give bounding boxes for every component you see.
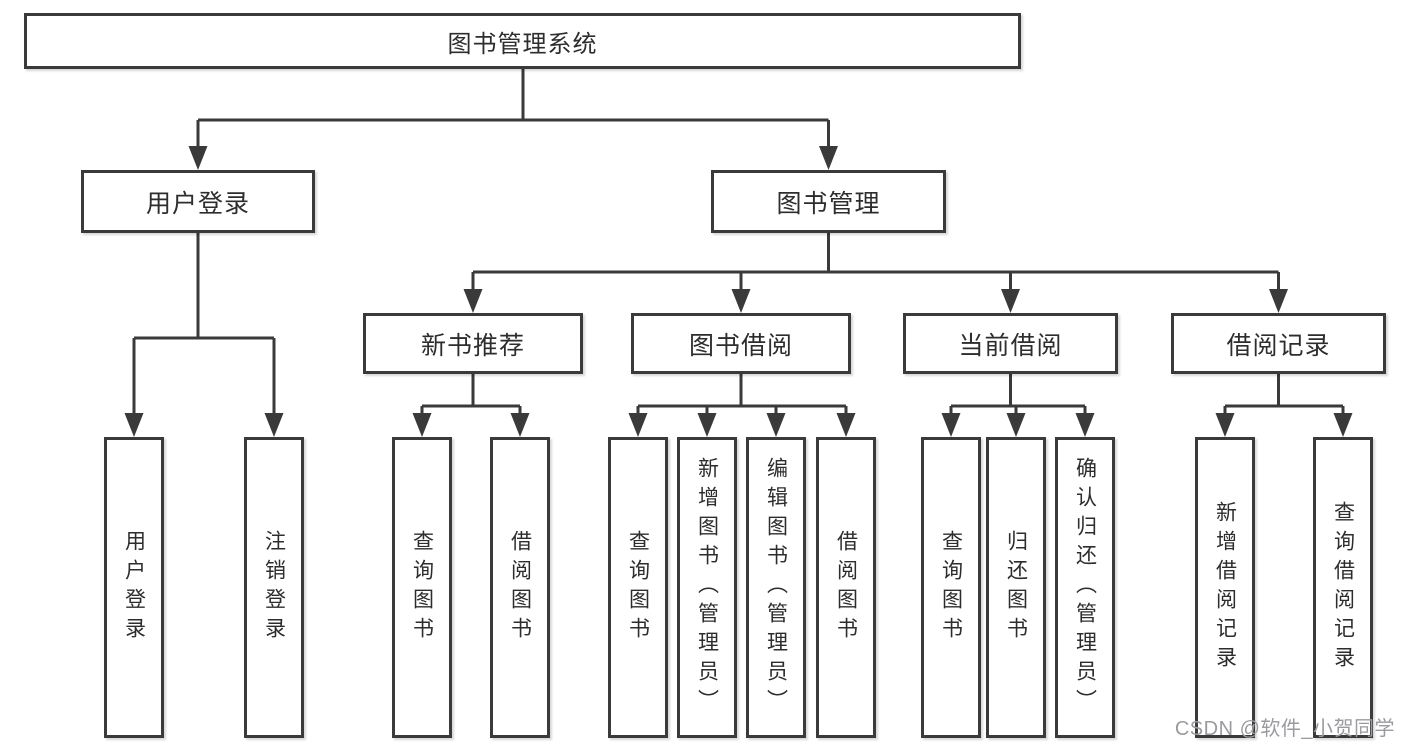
arrowhead: [188, 146, 208, 170]
node-label: 图书管理: [776, 189, 881, 218]
node-label: 编辑图书（管理员）: [764, 457, 788, 718]
leaf-query-borrow-record: 查询借阅记录: [1313, 437, 1373, 738]
arrowhead: [1215, 413, 1235, 437]
arrowhead: [1001, 289, 1020, 313]
node-label: 当前借阅: [958, 331, 1063, 360]
node-book-management: 图书管理: [711, 170, 946, 233]
connector-book-borrowing-to-leaves: [636, 374, 848, 415]
connector-borrow-records-to-leaves: [1223, 374, 1345, 415]
node-label: 注销登录: [262, 529, 286, 646]
leaf-logout: 注销登录: [244, 437, 304, 738]
node-new-book-recommend: 新书推荐: [363, 313, 583, 374]
node-user-login: 用户登录: [81, 170, 315, 233]
leaf-query-books-borrowing: 查询图书: [608, 437, 668, 738]
arrowhead: [412, 413, 432, 437]
arrowhead: [463, 289, 483, 313]
node-book-borrowing: 图书借阅: [631, 313, 851, 374]
node-label: 图书借阅: [688, 331, 793, 360]
arrowhead: [1333, 413, 1353, 437]
node-label: 借阅记录: [1226, 331, 1331, 360]
node-label: 确认归还（管理员）: [1073, 457, 1097, 718]
arrowheads: [124, 146, 1353, 437]
node-label: 借阅图书: [834, 529, 858, 646]
node-label: 查询图书: [939, 529, 963, 646]
node-label: 新书推荐: [420, 331, 525, 360]
leaf-borrow-books: 借阅图书: [816, 437, 876, 738]
leaf-borrow-books-recommend: 借阅图书: [490, 437, 550, 738]
node-label: 查询图书: [626, 529, 650, 646]
arrowhead: [1075, 413, 1095, 437]
node-label: 新增借阅记录: [1213, 500, 1237, 675]
leaf-confirm-return-admin: 确认归还（管理员）: [1055, 437, 1115, 738]
arrowhead: [510, 413, 530, 437]
leaf-return-books: 归还图书: [986, 437, 1046, 738]
node-root: 图书管理系统: [24, 13, 1021, 69]
connector-book-management-to-level3: [471, 233, 1280, 291]
leaf-add-borrow-record: 新增借阅记录: [1195, 437, 1255, 738]
leaf-add-books-admin: 新增图书（管理员）: [677, 437, 737, 738]
arrowhead: [766, 413, 786, 437]
watermark: CSDN @软件_小贺同学: [1174, 718, 1395, 740]
leaf-query-books-current: 查询图书: [921, 437, 981, 738]
connector-user-login-to-leaves: [132, 233, 276, 415]
leaf-user-login: 用户登录: [104, 437, 164, 738]
connector-new-book-to-leaves: [420, 374, 522, 415]
arrowhead: [628, 413, 648, 437]
node-label: 查询图书: [410, 529, 434, 646]
leaf-query-books-recommend: 查询图书: [392, 437, 452, 738]
node-label: 归还图书: [1004, 529, 1028, 646]
arrowhead: [1006, 413, 1026, 437]
arrowhead: [124, 413, 144, 437]
node-label: 图书管理系统: [447, 30, 598, 58]
connector-root-to-level2: [196, 69, 830, 148]
arrowhead: [731, 289, 751, 313]
node-current-borrowing: 当前借阅: [903, 313, 1118, 374]
arrowhead: [819, 146, 838, 170]
node-label: 用户登录: [122, 529, 146, 646]
arrowhead: [941, 413, 961, 437]
arrowhead: [836, 413, 856, 437]
node-borrowing-records: 借阅记录: [1171, 313, 1386, 374]
node-label: 查询借阅记录: [1331, 500, 1355, 675]
arrowhead: [264, 413, 284, 437]
arrowhead: [1269, 289, 1288, 313]
node-label: 新增图书（管理员）: [695, 457, 719, 718]
leaf-edit-books-admin: 编辑图书（管理员）: [746, 437, 806, 738]
arrowhead: [697, 413, 717, 437]
node-label: 用户登录: [145, 189, 250, 218]
connector-current-borrowing-to-leaves: [949, 374, 1087, 415]
node-label: 借阅图书: [508, 529, 532, 646]
